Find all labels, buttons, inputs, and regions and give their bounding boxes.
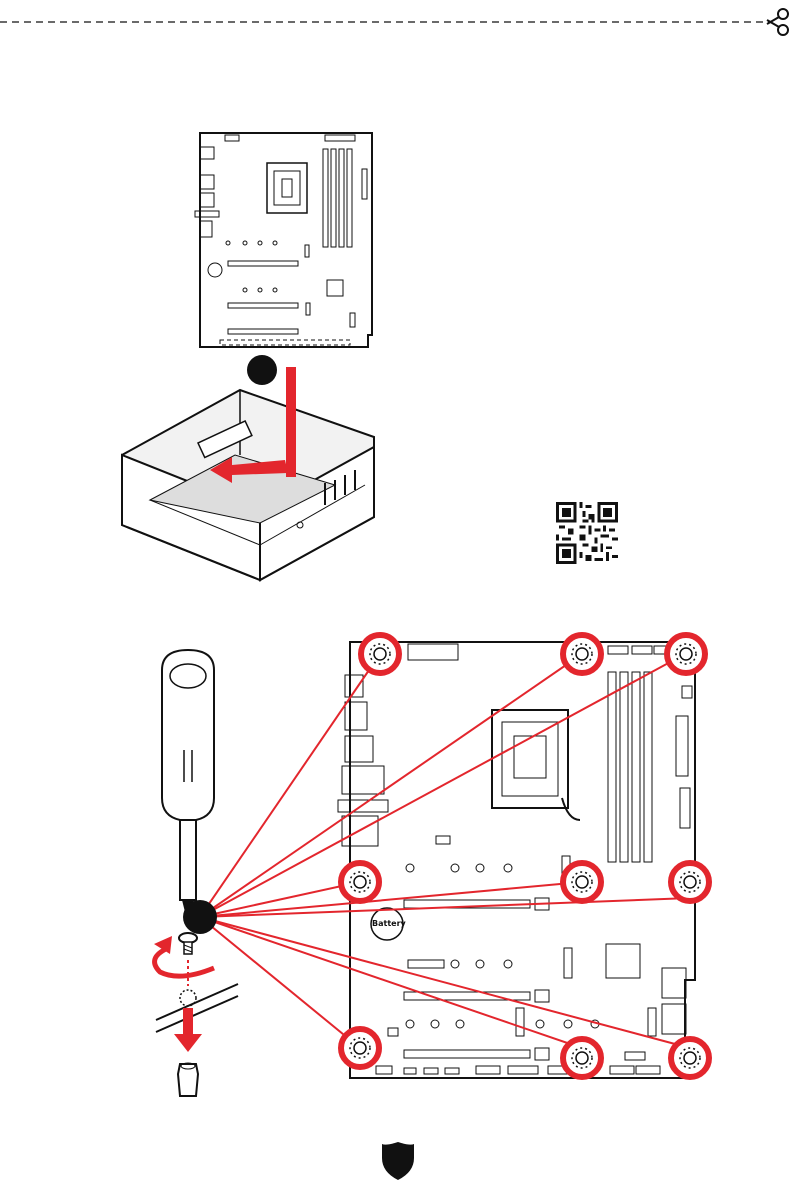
battery-label: Battery xyxy=(372,919,402,928)
standoff-icon xyxy=(361,635,399,673)
standoff-icon xyxy=(667,635,705,673)
motherboard-top xyxy=(195,133,372,347)
install-motherboard-figure xyxy=(110,125,390,590)
standoff-icon xyxy=(671,1039,709,1077)
step-1-label xyxy=(247,360,277,384)
standoff-icon xyxy=(178,1063,198,1096)
pc-case xyxy=(122,390,374,580)
standoff-icon xyxy=(563,863,601,901)
standoff-icon xyxy=(341,863,379,901)
screwdriver-icon xyxy=(162,650,214,916)
screw-icon xyxy=(179,933,197,954)
standoff-icon xyxy=(563,1039,601,1077)
standoff-icon xyxy=(341,1029,379,1067)
scissors-icon xyxy=(767,9,788,35)
step-2-label xyxy=(184,903,216,931)
qr-code xyxy=(556,502,618,564)
cut-line xyxy=(0,0,794,60)
standoff-icon xyxy=(563,635,601,673)
screw-installation-figure xyxy=(140,630,720,1110)
shield-logo-icon xyxy=(380,1140,416,1182)
standoff-icon xyxy=(671,863,709,901)
motherboard-layout xyxy=(338,642,695,1078)
down-arrow-icon xyxy=(183,1008,193,1036)
down-arrow-icon xyxy=(286,367,296,477)
